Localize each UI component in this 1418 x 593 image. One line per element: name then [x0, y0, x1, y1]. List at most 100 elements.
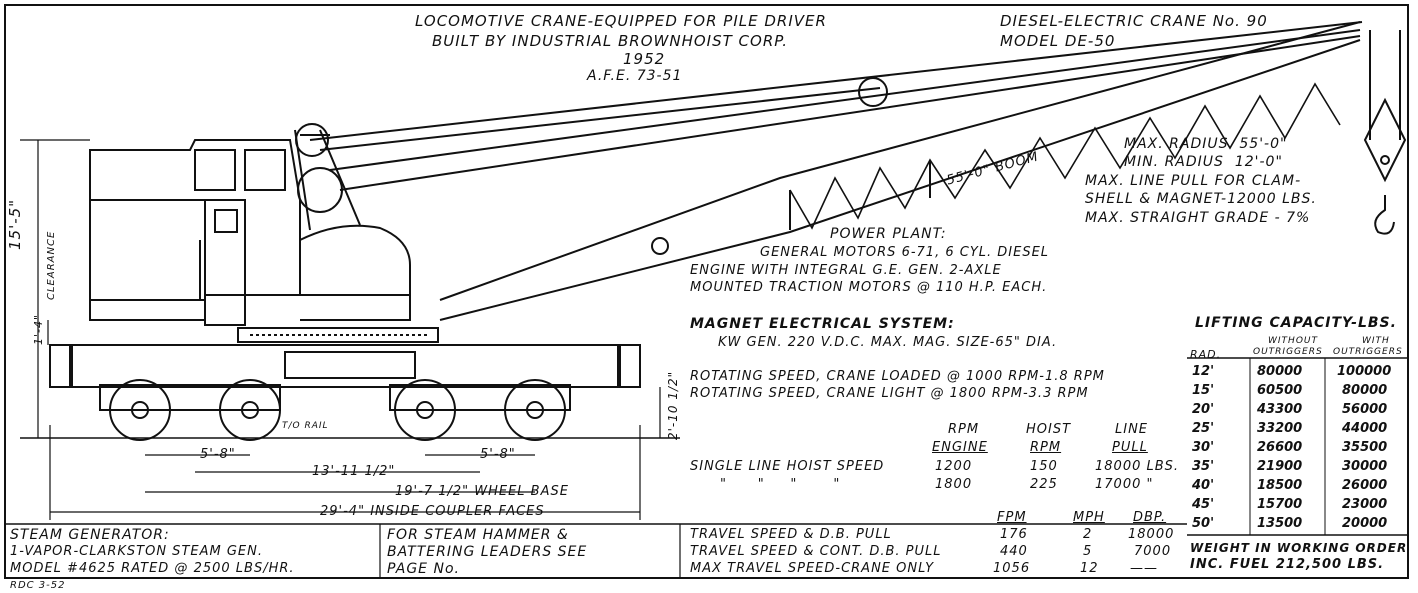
hoist-row1-rpm: 1200 — [935, 459, 973, 474]
hammer-line-2: BATTERING LEADERS SEE — [387, 544, 588, 560]
capacity-row: 20' 43300 56000 — [1187, 402, 1407, 421]
travel-r2-mph: 5 — [1083, 544, 1093, 559]
power-plant-line-2: ENGINE WITH INTEGRAL G.E. GEN. 2-AXLE — [690, 263, 1002, 278]
hammer-line-1: FOR STEAM HAMMER & — [387, 527, 569, 543]
capacity-row: 45' 15700 23000 — [1187, 497, 1407, 516]
rotating-light: ROTATING SPEED, CRANE LIGHT @ 1800 RPM-3… — [690, 386, 1089, 401]
hoist-row2-rpm: 1800 — [935, 477, 973, 492]
dim-clearance: CLEARANCE — [46, 230, 57, 300]
dim-height: 15'-5" — [6, 198, 24, 250]
travel-r2-dbp: 7000 — [1134, 544, 1172, 559]
title-line-2: BUILT BY INDUSTRIAL BROWNHOIST CORP. — [432, 32, 788, 50]
capacity-h-without-2: OUTRIGGERS — [1253, 347, 1323, 357]
boom-lattice — [789, 82, 1341, 230]
travel-r3-fpm: 1056 — [993, 561, 1031, 576]
hoist-h-engine: ENGINE — [932, 440, 988, 455]
capacity-rad: 12' — [1192, 364, 1215, 379]
cab-body — [89, 139, 301, 321]
title-afe: A.F.E. 73-51 — [587, 68, 683, 84]
hoist-h-hrpm: RPM — [1030, 440, 1062, 455]
capacity-row: 15' 60500 80000 — [1187, 383, 1407, 402]
capacity-rad: 20' — [1192, 402, 1215, 417]
spec-line-pull-2: SHELL & MAGNET-12000 LBS. — [1085, 191, 1317, 207]
capacity-without: 18500 — [1257, 478, 1303, 493]
capacity-h-without-1: WITHOUT — [1268, 336, 1318, 346]
travel-r3-mph: 12 — [1080, 561, 1099, 576]
capacity-with: 20000 — [1342, 516, 1388, 531]
capacity-rad: 25' — [1192, 421, 1215, 436]
dim-truck-right: 5'-8" — [480, 447, 516, 462]
capacity-with: 100000 — [1337, 364, 1392, 379]
capacity-without: 60500 — [1257, 383, 1303, 398]
magnet-line-1: KW GEN. 220 V.D.C. MAX. MAG. SIZE-65" DI… — [718, 335, 1058, 350]
machinery-house — [299, 224, 411, 321]
capacity-with: 44000 — [1342, 421, 1388, 436]
power-plant-line-3: MOUNTED TRACTION MOTORS @ 110 H.P. EACH. — [690, 280, 1048, 295]
spec-min-radius: MIN. RADIUS 12'-0" — [1124, 154, 1283, 170]
hoist-row1-label: SINGLE LINE HOIST SPEED — [690, 459, 885, 474]
title-line-1: LOCOMOTIVE CRANE-EQUIPPED FOR PILE DRIVE… — [415, 12, 827, 30]
capacity-without: 80000 — [1257, 364, 1303, 379]
capacity-h-with-2: OUTRIGGERS — [1333, 347, 1403, 357]
capacity-with: 30000 — [1342, 459, 1388, 474]
rotating-loaded: ROTATING SPEED, CRANE LOADED @ 1000 RPM-… — [690, 369, 1105, 384]
drawing-border — [4, 4, 1409, 579]
hoist-row2-hoist: 225 — [1030, 477, 1058, 492]
capacity-without: 15700 — [1257, 497, 1303, 512]
hoist-line-3 — [329, 29, 1361, 171]
capacity-without: 33200 — [1257, 421, 1303, 436]
travel-r3-label: MAX TRAVEL SPEED-CRANE ONLY — [690, 561, 935, 576]
boom-upper-chord — [439, 21, 1361, 301]
travel-h-fpm: FPM — [997, 510, 1027, 525]
steam-line-1: STEAM GENERATOR: — [10, 527, 170, 543]
car-deck — [69, 344, 621, 388]
dim-top-of-rail: T/O RAIL — [282, 421, 329, 431]
magnet-title: MAGNET ELECTRICAL SYSTEM: — [690, 316, 955, 332]
truck-left — [99, 379, 281, 441]
capacity-rad: 30' — [1192, 440, 1215, 455]
capacity-h-rad: RAD. — [1190, 348, 1222, 361]
weight-line-2: INC. FUEL 212,500 LBS. — [1190, 557, 1385, 572]
weight-line-1: WEIGHT IN WORKING ORDER — [1190, 541, 1408, 555]
travel-r3-dbp: —— — [1130, 561, 1158, 576]
power-plant-line-1: GENERAL MOTORS 6-71, 6 CYL. DIESEL — [760, 245, 1050, 260]
travel-r1-label: TRAVEL SPEED & D.B. PULL — [690, 527, 892, 542]
turntable — [237, 327, 439, 343]
hoist-h-rpm: RPM — [948, 422, 980, 437]
travel-r1-dbp: 18000 — [1128, 527, 1175, 542]
capacity-without: 26600 — [1257, 440, 1303, 455]
dim-rail-height: 2'-10 1/2" — [666, 370, 680, 440]
capacity-row: 12' 80000 100000 — [1187, 364, 1407, 383]
hoist-row2-pull: 17000 " — [1095, 477, 1154, 492]
steam-line-2: 1-VAPOR-CLARKSTON STEAM GEN. — [10, 544, 263, 559]
boom-lower-chord — [439, 39, 1361, 321]
capacity-row: 35' 21900 30000 — [1187, 459, 1407, 478]
capacity-rad: 15' — [1192, 383, 1215, 398]
capacity-with: 23000 — [1342, 497, 1388, 512]
title-year: 1952 — [623, 50, 666, 68]
travel-r1-fpm: 176 — [1000, 527, 1028, 542]
spec-line-pull-1: MAX. LINE PULL FOR CLAM- — [1085, 173, 1302, 189]
spec-max-radius: MAX. RADIUS 55'-0" — [1124, 136, 1288, 152]
hook-block — [1363, 97, 1407, 183]
capacity-title: LIFTING CAPACITY-LBS. — [1195, 315, 1397, 331]
capacity-with: 26000 — [1342, 478, 1388, 493]
hoist-h-line: LINE — [1115, 422, 1149, 437]
capacity-with: 80000 — [1342, 383, 1388, 398]
crane-number: DIESEL-ELECTRIC CRANE No. 90 — [1000, 12, 1268, 30]
dim-truck-centers: 13'-11 1/2" — [312, 464, 396, 479]
capacity-with: 35500 — [1342, 440, 1388, 455]
hammer-line-3: PAGE No. — [387, 561, 460, 577]
hoist-row1-pull: 18000 LBS. — [1095, 459, 1180, 474]
capacity-without: 13500 — [1257, 516, 1303, 531]
dim-1-4: 1'-4" — [32, 313, 45, 345]
travel-h-dbp: DBP. — [1133, 510, 1167, 525]
capacity-rad: 50' — [1192, 516, 1215, 531]
hoist-line-1 — [309, 21, 1363, 141]
steam-line-3: MODEL #4625 RATED @ 2500 LBS/HR. — [10, 561, 295, 576]
hoist-h-pull: PULL — [1112, 440, 1148, 455]
capacity-without: 43300 — [1257, 402, 1303, 417]
capacity-rad: 40' — [1192, 478, 1215, 493]
travel-r1-mph: 2 — [1083, 527, 1093, 542]
